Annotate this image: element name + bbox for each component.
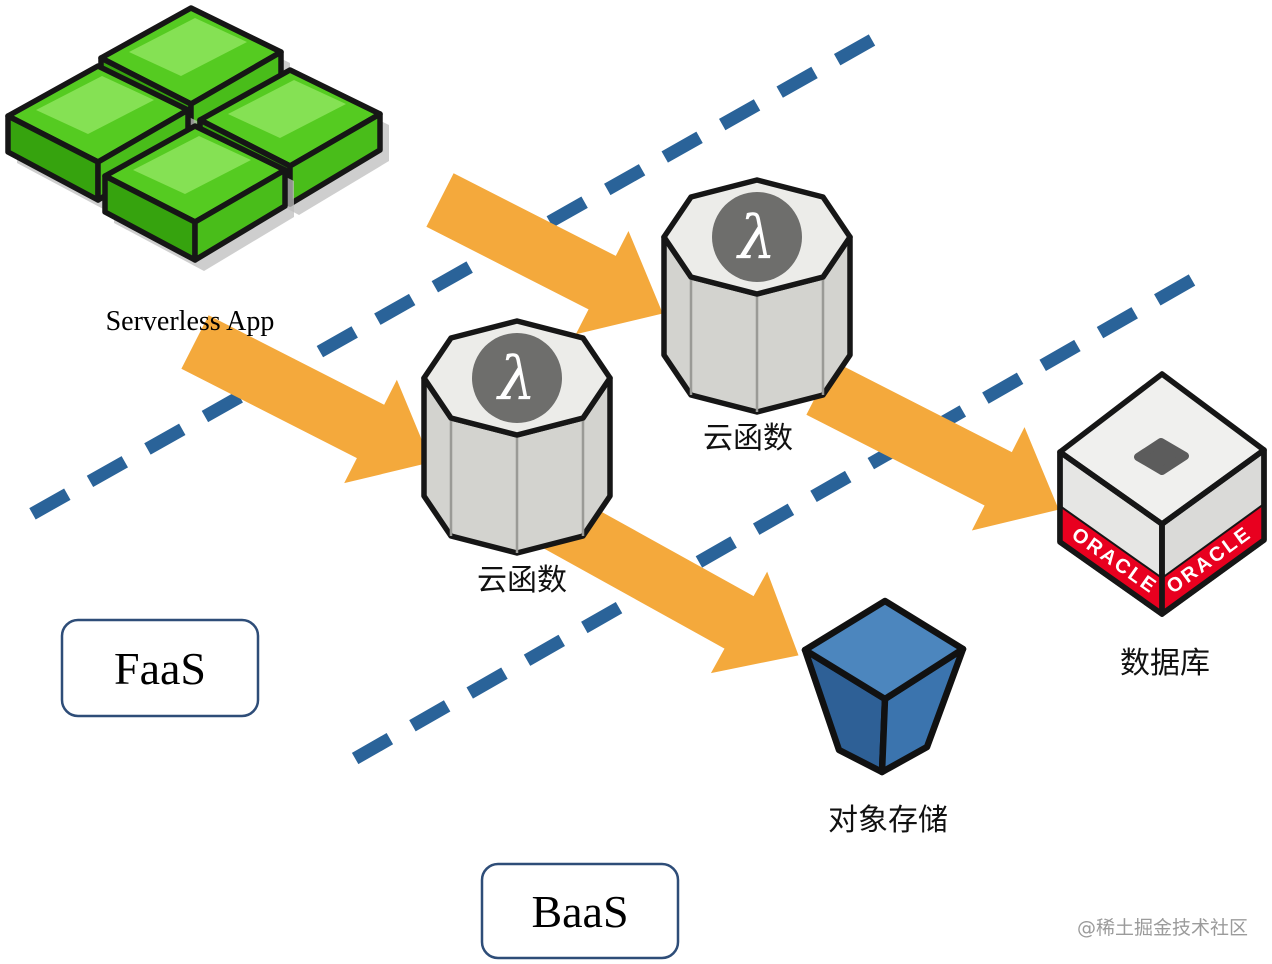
serverless-app-cluster	[5, 5, 389, 271]
database-label: 数据库	[1120, 646, 1210, 681]
app-box-highlight	[36, 76, 154, 134]
faas-zone-badge: FaaS	[60, 618, 260, 718]
arrow-shape	[426, 173, 663, 335]
app-box-right-face	[192, 167, 288, 263]
app-box-highlight	[133, 136, 251, 194]
bucket-top-face	[801, 597, 967, 703]
faas-zone-label: FaaS	[114, 643, 206, 694]
cloud-function-lower-label: 云函数	[477, 563, 567, 598]
database-cube: ORACLE ORACLE	[1057, 371, 1267, 617]
app-box-highlight	[129, 18, 247, 76]
cloud-function-upper: λ	[661, 177, 853, 415]
baas-zone-label: BaaS	[531, 886, 628, 937]
app-box	[102, 123, 294, 271]
faas-zone-box	[60, 618, 260, 718]
object-storage-bucket	[801, 597, 967, 776]
lambda-icon	[712, 192, 802, 282]
arrow-app-to-upper-function	[426, 173, 663, 335]
lambda-glyph: λ	[736, 203, 776, 273]
function-cylinder-facets	[689, 277, 825, 412]
arrow-shape	[806, 361, 1059, 531]
database-top-chip-icon	[1134, 438, 1189, 475]
arrow-app-to-lower-function	[181, 315, 432, 484]
zone-boundary-lower	[338, 274, 1196, 772]
baas-zone-box	[480, 862, 680, 960]
database-right-outline	[1159, 447, 1267, 617]
baas-zone-badge: BaaS	[480, 862, 680, 960]
arrow-upper-function-to-database	[806, 361, 1059, 531]
cloud-function-lower: λ	[421, 318, 613, 556]
arrow-lower-function-to-storage	[543, 495, 799, 674]
zone-boundary-upper	[14, 34, 876, 528]
serverless-app-label: Serverless App	[106, 306, 275, 337]
app-box-highlight	[228, 80, 346, 138]
function-cylinder-facets	[449, 418, 585, 553]
lambda-glyph: λ	[496, 344, 536, 414]
lambda-icon	[472, 333, 562, 423]
watermark-text: @稀土掘金技术社区	[1077, 917, 1248, 939]
arrow-shape	[181, 315, 432, 484]
arrow-shape	[543, 495, 799, 674]
cloud-function-upper-label: 云函数	[703, 421, 793, 456]
object-storage-label: 对象存储	[828, 803, 948, 838]
